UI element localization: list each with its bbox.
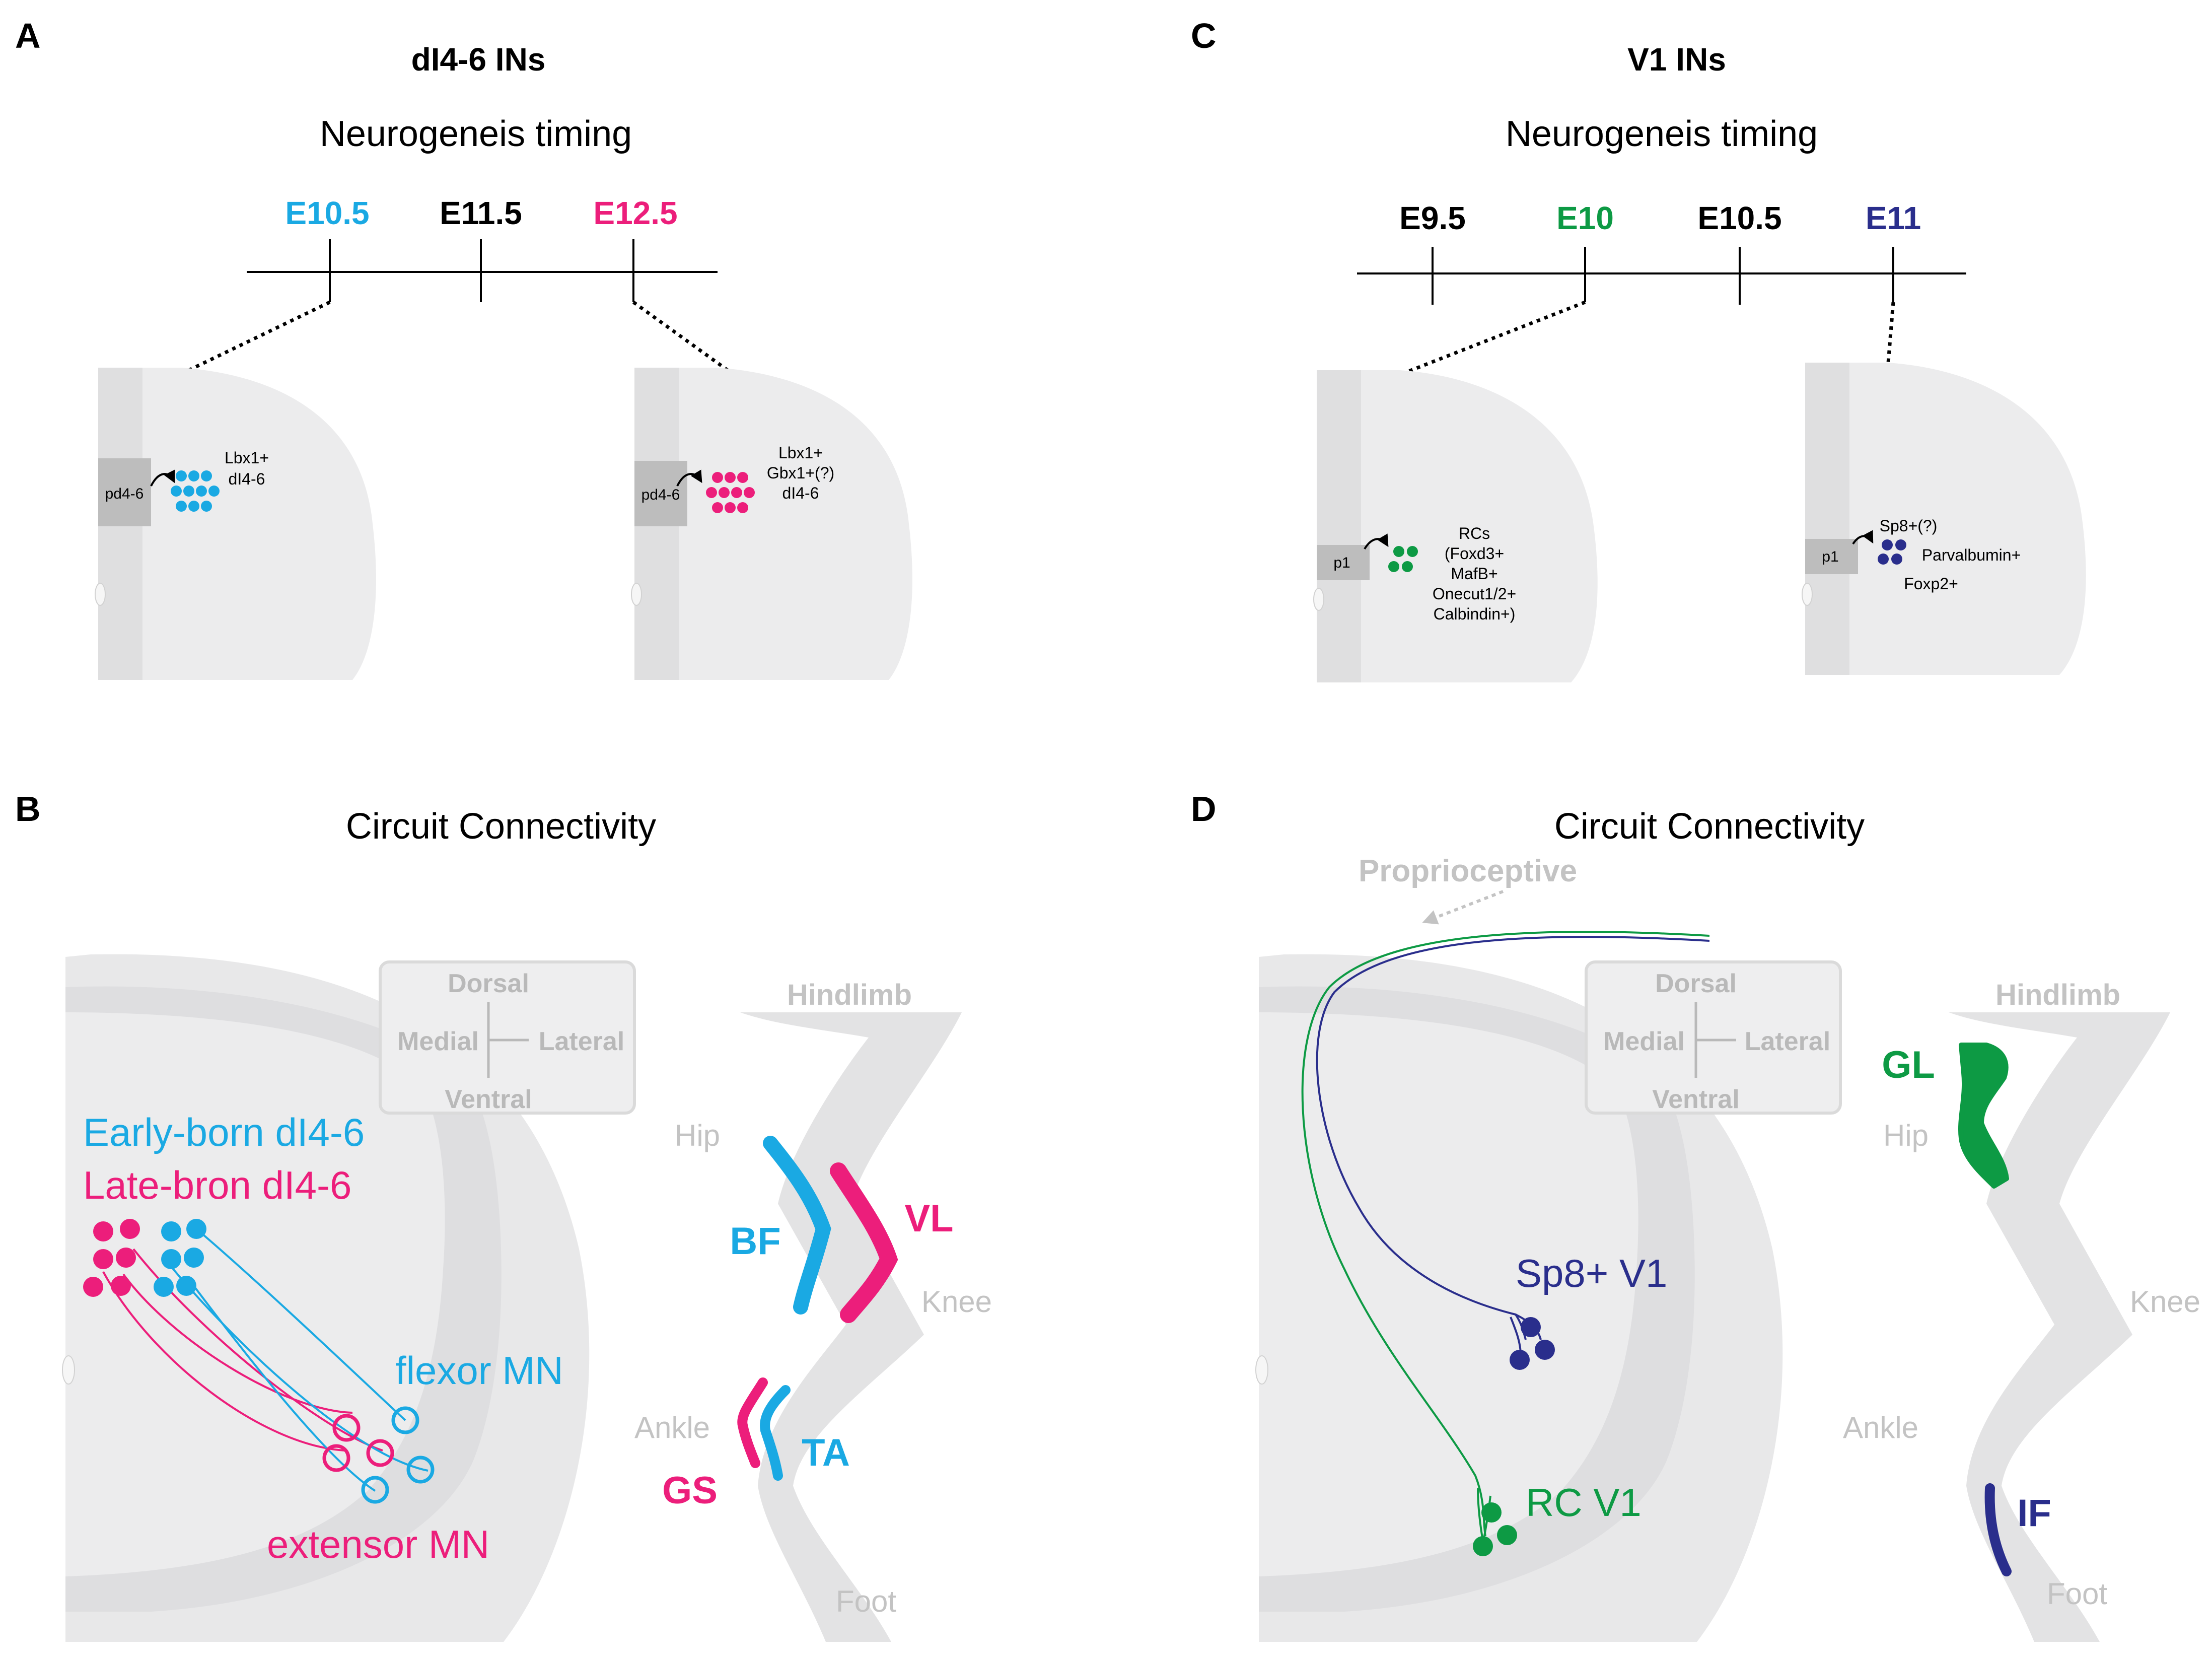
axis-lateral-b: Lateral <box>539 1027 625 1056</box>
marker-a-late-0: Lbx1+ <box>778 444 823 462</box>
cell-cluster-c-late <box>1878 539 1906 565</box>
sp8-v1-cells <box>1510 1317 1555 1370</box>
sp8-v1-label: Sp8+ V1 <box>1516 1251 1667 1295</box>
tick-label-a-2: E12.5 <box>593 195 677 231</box>
progenitor-label-a-late: pd4-6 <box>641 487 680 503</box>
tick-label-c-2: E10.5 <box>1697 200 1781 236</box>
marker-c-early-1: (Foxd3+ <box>1445 544 1504 563</box>
tick-label-c-3: E11 <box>1866 200 1921 236</box>
marker-c-late-2: Foxp2+ <box>1904 575 1958 593</box>
extensor-mn-label: extensor MN <box>267 1522 489 1566</box>
axis-dorsal-d: Dorsal <box>1655 969 1737 998</box>
panel-a-label: A <box>15 16 41 55</box>
axis-medial-d: Medial <box>1603 1027 1685 1056</box>
joint-knee-b: Knee <box>921 1285 992 1319</box>
muscle-gs <box>737 1377 768 1468</box>
progenitor-label-a-early: pd4-6 <box>105 486 144 502</box>
panel-c: C V1 INs Neurogeneis timing E9.5 E10 E10… <box>1191 16 2086 682</box>
spinal-cord-d <box>1255 954 1783 1642</box>
marker-c-late-1: Parvalbumin+ <box>1922 546 2021 564</box>
tick-label-a-1: E11.5 <box>440 195 522 231</box>
joint-ankle-d: Ankle <box>1843 1411 1918 1444</box>
timeline-a: E10.5 E11.5 E12.5 <box>188 195 729 372</box>
proprioceptive-arrow <box>1422 890 1504 925</box>
marker-a-late-1: Gbx1+(?) <box>767 464 834 482</box>
joint-hip-d: Hip <box>1883 1119 1929 1152</box>
cell-cluster-c-early <box>1388 546 1418 572</box>
hemisection-a-early: pd4-6 Lbx1+ dI4-6 <box>95 368 376 680</box>
hemisection-c-late: p1 Sp8+(?) Parvalbumin+ Foxp2+ <box>1802 363 2086 675</box>
joint-ankle-b: Ankle <box>634 1411 710 1444</box>
cell-cluster-a-early <box>171 470 220 512</box>
tick-label-a-0: E10.5 <box>285 195 369 231</box>
marker-c-late-0: Sp8+(?) <box>1880 517 1938 535</box>
marker-a-early-0: Lbx1+ <box>225 449 269 467</box>
rc-v1-cells <box>1473 1502 1517 1556</box>
marker-c-early-3: Onecut1/2+ <box>1433 585 1516 603</box>
muscle-label-gs: GS <box>662 1469 718 1512</box>
panel-b-subtitle: Circuit Connectivity <box>346 806 656 847</box>
muscle-label-if: IF <box>2017 1492 2051 1535</box>
late-born-cells <box>83 1219 140 1297</box>
legend-early-born: Early-born dI4-6 <box>83 1110 365 1154</box>
marker-a-early-1: dI4-6 <box>229 470 265 488</box>
hindlimb-title-b: Hindlimb <box>787 979 912 1011</box>
panel-d-label: D <box>1191 789 1217 828</box>
panel-d: D Circuit Connectivity Dorsal Medial Lat… <box>1191 789 2200 1642</box>
direction-compass-b: Dorsal Medial Lateral Ventral <box>379 960 636 1115</box>
timeline-c: E9.5 E10 E10.5 E11 <box>1357 200 1966 375</box>
marker-c-early-0: RCs <box>1459 524 1490 542</box>
marker-c-early-4: Calbindin+) <box>1434 605 1516 623</box>
panel-a-subtitle: Neurogeneis timing <box>320 114 632 154</box>
legend-late-born: Late-bron dI4-6 <box>83 1163 351 1207</box>
marker-c-early-2: MafB+ <box>1451 565 1497 583</box>
panel-a-title: dI4-6 INs <box>411 41 546 78</box>
muscle-if <box>1984 1483 2012 1576</box>
joint-knee-d: Knee <box>2130 1285 2200 1319</box>
joint-foot-b: Foot <box>836 1584 896 1618</box>
hemisection-a-late: pd4-6 Lbx1+ Gbx1+(?) dI4-6 <box>631 368 912 680</box>
hindlimb-b: Hindlimb Hip Knee Ankle Foot BF VL TA GS <box>634 979 992 1642</box>
muscle-label-ta: TA <box>802 1431 850 1474</box>
marker-a-late-2: dI4-6 <box>782 484 819 502</box>
cell-cluster-a-late <box>706 472 755 513</box>
panel-b-label: B <box>15 789 41 828</box>
hemisection-c-early: p1 RCs (Foxd3+ MafB+ Onecut1/2+ Calbindi… <box>1313 370 1598 682</box>
hindlimb-title-d: Hindlimb <box>1995 979 2120 1011</box>
axis-dorsal-b: Dorsal <box>448 969 529 998</box>
muscle-bf <box>763 1136 831 1315</box>
muscle-gl <box>1958 1043 2009 1189</box>
progenitor-label-c-early: p1 <box>1333 555 1350 571</box>
rc-v1-label: RC V1 <box>1526 1480 1642 1525</box>
muscle-label-vl: VL <box>904 1197 953 1240</box>
muscle-vl <box>830 1162 898 1323</box>
tick-label-c-1: E10 <box>1556 200 1614 236</box>
progenitor-label-c-late: p1 <box>1822 548 1838 565</box>
panel-c-title: V1 INs <box>1627 41 1726 78</box>
joint-foot-d: Foot <box>2047 1577 2107 1611</box>
axis-medial-b: Medial <box>397 1027 479 1056</box>
muscle-label-bf: BF <box>730 1220 780 1263</box>
panel-a: A dI4-6 INs Neurogeneis timing E10.5 E11… <box>15 16 912 680</box>
panel-c-subtitle: Neurogeneis timing <box>1506 114 1818 154</box>
panel-c-label: C <box>1191 16 1217 55</box>
direction-compass-d: Dorsal Medial Lateral Ventral <box>1585 960 1842 1115</box>
flexor-mn-label: flexor MN <box>395 1348 563 1393</box>
extensor-motor-neurons <box>322 1414 394 1472</box>
axis-ventral-b: Ventral <box>445 1085 532 1114</box>
panel-d-subtitle: Circuit Connectivity <box>1554 806 1865 847</box>
joint-hip-b: Hip <box>675 1119 720 1152</box>
axis-lateral-d: Lateral <box>1745 1027 1831 1056</box>
axis-ventral-d: Ventral <box>1652 1085 1739 1114</box>
panel-b: B Circuit Connectivity Dorsal Medial Lat… <box>15 789 992 1642</box>
flexor-motor-neurons <box>361 1406 435 1504</box>
hindlimb-d: Hindlimb Hip Knee Ankle Foot GL IF <box>1843 979 2200 1642</box>
muscle-label-gl: GL <box>1882 1044 1935 1086</box>
muscle-ta <box>760 1385 791 1481</box>
early-born-cells <box>154 1219 206 1297</box>
proprioceptive-label: Proprioceptive <box>1359 854 1577 888</box>
tick-label-c-0: E9.5 <box>1399 200 1466 236</box>
